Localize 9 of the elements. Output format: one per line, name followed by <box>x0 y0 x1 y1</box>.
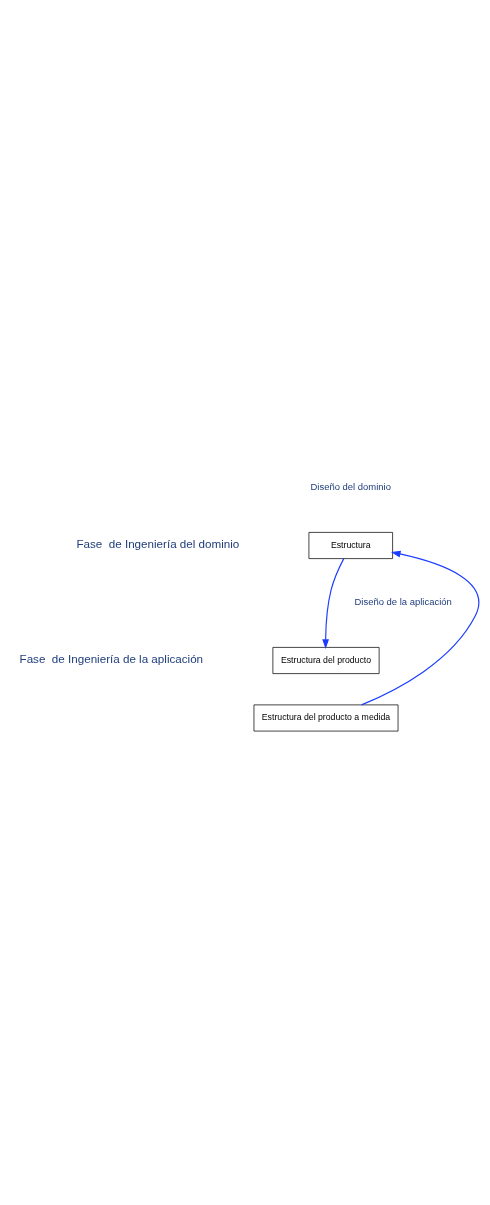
label: Diseño del dominio <box>310 480 391 492</box>
node-box: Estructura del producto a medida <box>253 704 398 731</box>
arrow <box>360 550 479 705</box>
arrow <box>321 557 344 649</box>
label: Fase de Ingeniería de la aplicación <box>19 651 203 665</box>
label: Fase de Ingeniería del dominio <box>75 536 239 550</box>
node-box: Estructura del producto <box>272 646 379 674</box>
label: Diseño de la aplicación <box>354 595 452 607</box>
node-box: Estructura <box>308 531 393 559</box>
